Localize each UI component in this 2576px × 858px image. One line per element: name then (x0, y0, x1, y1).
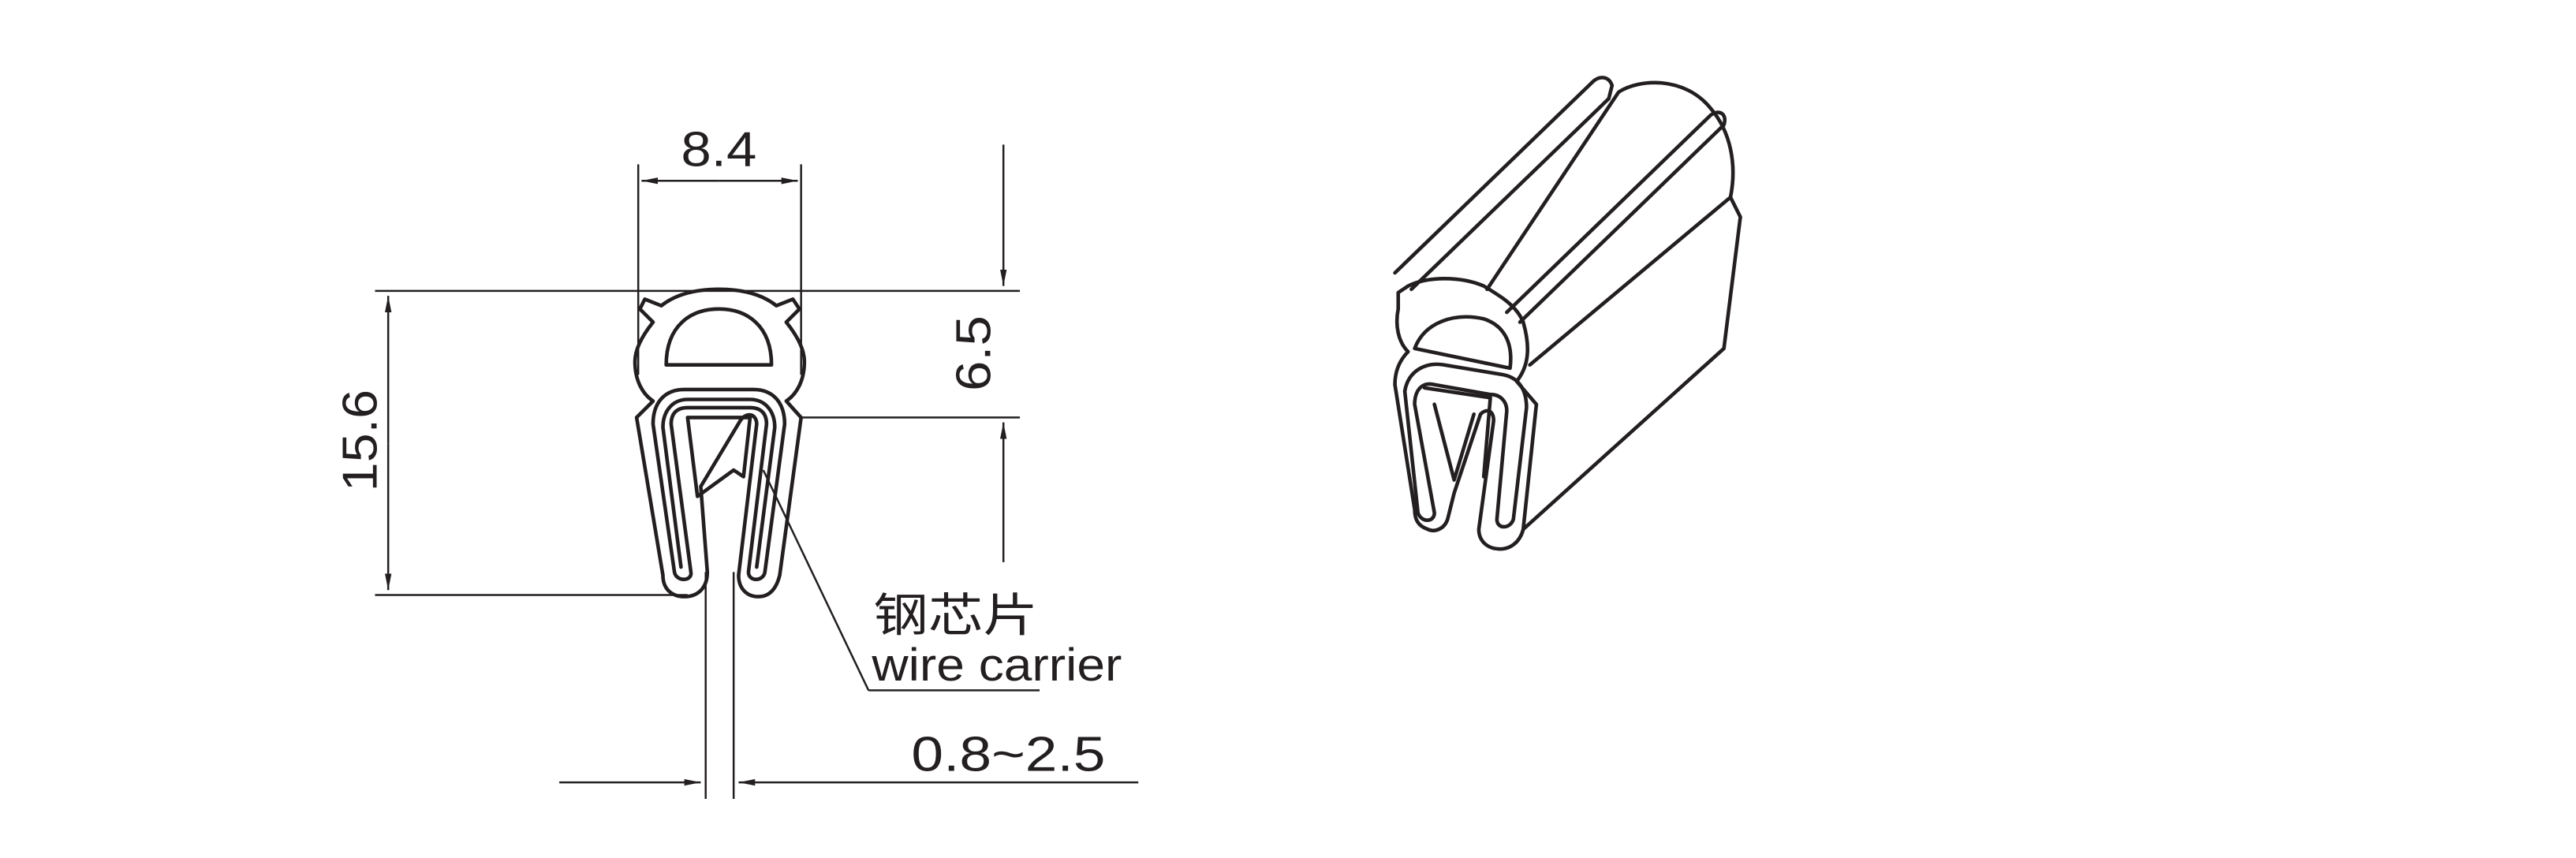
dim-grip-range-label: 0.8~2.5 (911, 727, 1105, 782)
dimension-lines (375, 144, 1139, 799)
iso-top-bulb (1485, 80, 1735, 292)
callout-label-cn: 钢芯片 (873, 588, 1038, 642)
dim-upper-height-label: 6.5 (946, 315, 1001, 391)
iso-front-carrier-outer (1402, 362, 1529, 529)
profile-bulb-cavity (664, 307, 774, 367)
iso-front-bulb (1413, 315, 1513, 371)
iso-front-carrier-inner (1422, 386, 1492, 482)
dim-height-label: 15.6 (333, 390, 388, 491)
callout-label-en: wire carrier (871, 640, 1122, 691)
profile-isometric-view (1393, 76, 1742, 551)
wire-carrier-outer (651, 387, 787, 581)
wire-carrier-inner (661, 397, 777, 569)
iso-back-edge (1521, 195, 1742, 532)
iso-second-ridge (1505, 110, 1727, 324)
profile-cross-section (633, 287, 807, 599)
iso-side-upper-edge (1528, 195, 1733, 367)
profile-outer-contour (633, 287, 807, 599)
iso-top-ridge (1393, 76, 1615, 292)
dim-width-label: 8.4 (681, 122, 756, 177)
iso-front-outer (1393, 277, 1539, 551)
profile-grip-lip (685, 416, 752, 498)
